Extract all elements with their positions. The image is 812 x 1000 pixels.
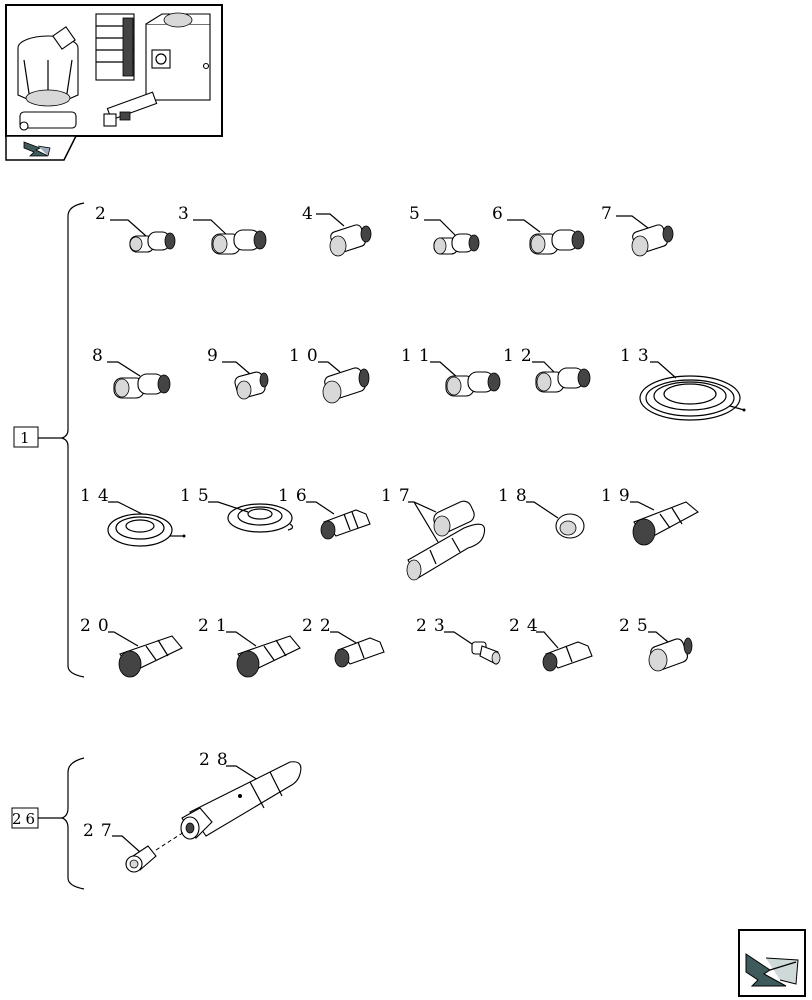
part-6-elbow-fitting xyxy=(529,229,585,255)
part-15-hose-coil xyxy=(227,503,294,533)
part-ref-17: 17 xyxy=(381,486,417,506)
navigation-arrow-tab[interactable] xyxy=(5,135,78,161)
group-26-label-box[interactable]: 26 xyxy=(11,807,39,829)
part-ref-14: 14 xyxy=(80,486,116,506)
group-26-label: 26 xyxy=(12,810,39,828)
part-9-plug-fitting xyxy=(234,371,269,400)
part-25-straight-fitting xyxy=(648,637,693,672)
part-ref-3: 3 xyxy=(178,204,196,224)
part-27-grease-nipple xyxy=(125,845,157,873)
part-ref-24: 24 xyxy=(509,616,545,636)
part-14-hose-coil xyxy=(107,513,186,547)
assembly-dash-line xyxy=(155,831,185,851)
part-ref-21: 21 xyxy=(198,616,234,636)
overview-thumbnail xyxy=(5,4,223,137)
navigation-arrow-icon xyxy=(23,141,51,157)
part-17-nipple-top xyxy=(433,500,475,537)
part-7-straight-fitting xyxy=(631,224,674,257)
next-page-arrow-icon xyxy=(745,953,799,987)
part-ref-22: 22 xyxy=(302,616,338,636)
part-3-elbow-fitting xyxy=(211,229,267,255)
lubrication-system-overview-icon xyxy=(17,12,211,131)
group-1-bracket xyxy=(38,202,85,678)
part-ref-8: 8 xyxy=(92,346,110,366)
part-5-elbow-fitting xyxy=(433,233,480,255)
part-11-elbow-fitting xyxy=(445,371,501,397)
part-ref-23: 23 xyxy=(416,616,452,636)
next-page-button[interactable] xyxy=(738,929,806,997)
part-ref-16: 16 xyxy=(278,486,314,506)
part-ref-19: 19 xyxy=(601,486,637,506)
part-10-straight-fitting xyxy=(322,367,370,404)
part-8-elbow-fitting xyxy=(113,373,171,399)
part-ref-25: 25 xyxy=(619,616,655,636)
part-ref-2: 2 xyxy=(95,204,113,224)
group-1-label: 1 xyxy=(20,429,30,447)
part-2-elbow-fitting xyxy=(129,231,176,253)
part-ref-4: 4 xyxy=(302,204,320,224)
part-ref-12: 12 xyxy=(503,346,539,366)
part-19-long-adapter xyxy=(632,501,699,546)
part-16-adapter xyxy=(320,509,371,540)
part-ref-6: 6 xyxy=(492,204,510,224)
part-ref-9: 9 xyxy=(207,346,225,366)
leader-lines xyxy=(107,213,677,853)
part-12-elbow-fitting xyxy=(535,367,591,393)
part-24-adapter xyxy=(542,641,593,672)
part-21-long-adapter xyxy=(236,635,301,678)
part-17-nipple-bottom xyxy=(406,523,486,581)
part-ref-15: 15 xyxy=(180,486,216,506)
part-13-hose-coil xyxy=(639,375,746,421)
part-22-adapter xyxy=(334,637,385,668)
part-18-cap xyxy=(555,513,585,539)
part-ref-13: 13 xyxy=(620,346,656,366)
part-28-grease-fitting-body xyxy=(180,761,302,840)
group-26-bracket xyxy=(38,757,85,890)
part-ref-11: 11 xyxy=(401,346,437,366)
part-ref-18: 18 xyxy=(498,486,534,506)
part-4-straight-fitting xyxy=(329,224,372,257)
group-1-label-box[interactable]: 1 xyxy=(13,426,39,448)
part-ref-10: 10 xyxy=(289,346,325,366)
part-20-long-adapter xyxy=(118,635,183,678)
part-ref-5: 5 xyxy=(409,204,427,224)
part-ref-28: 28 xyxy=(199,750,235,770)
part-23-grease-nipple xyxy=(471,641,501,665)
part-ref-20: 20 xyxy=(80,616,116,636)
part-labels: 2 3 4 5 6 7 8 9 10 11 12 13 14 15 16 17 … xyxy=(80,204,656,841)
part-ref-7: 7 xyxy=(601,204,619,224)
part-ref-27: 27 xyxy=(83,821,119,841)
